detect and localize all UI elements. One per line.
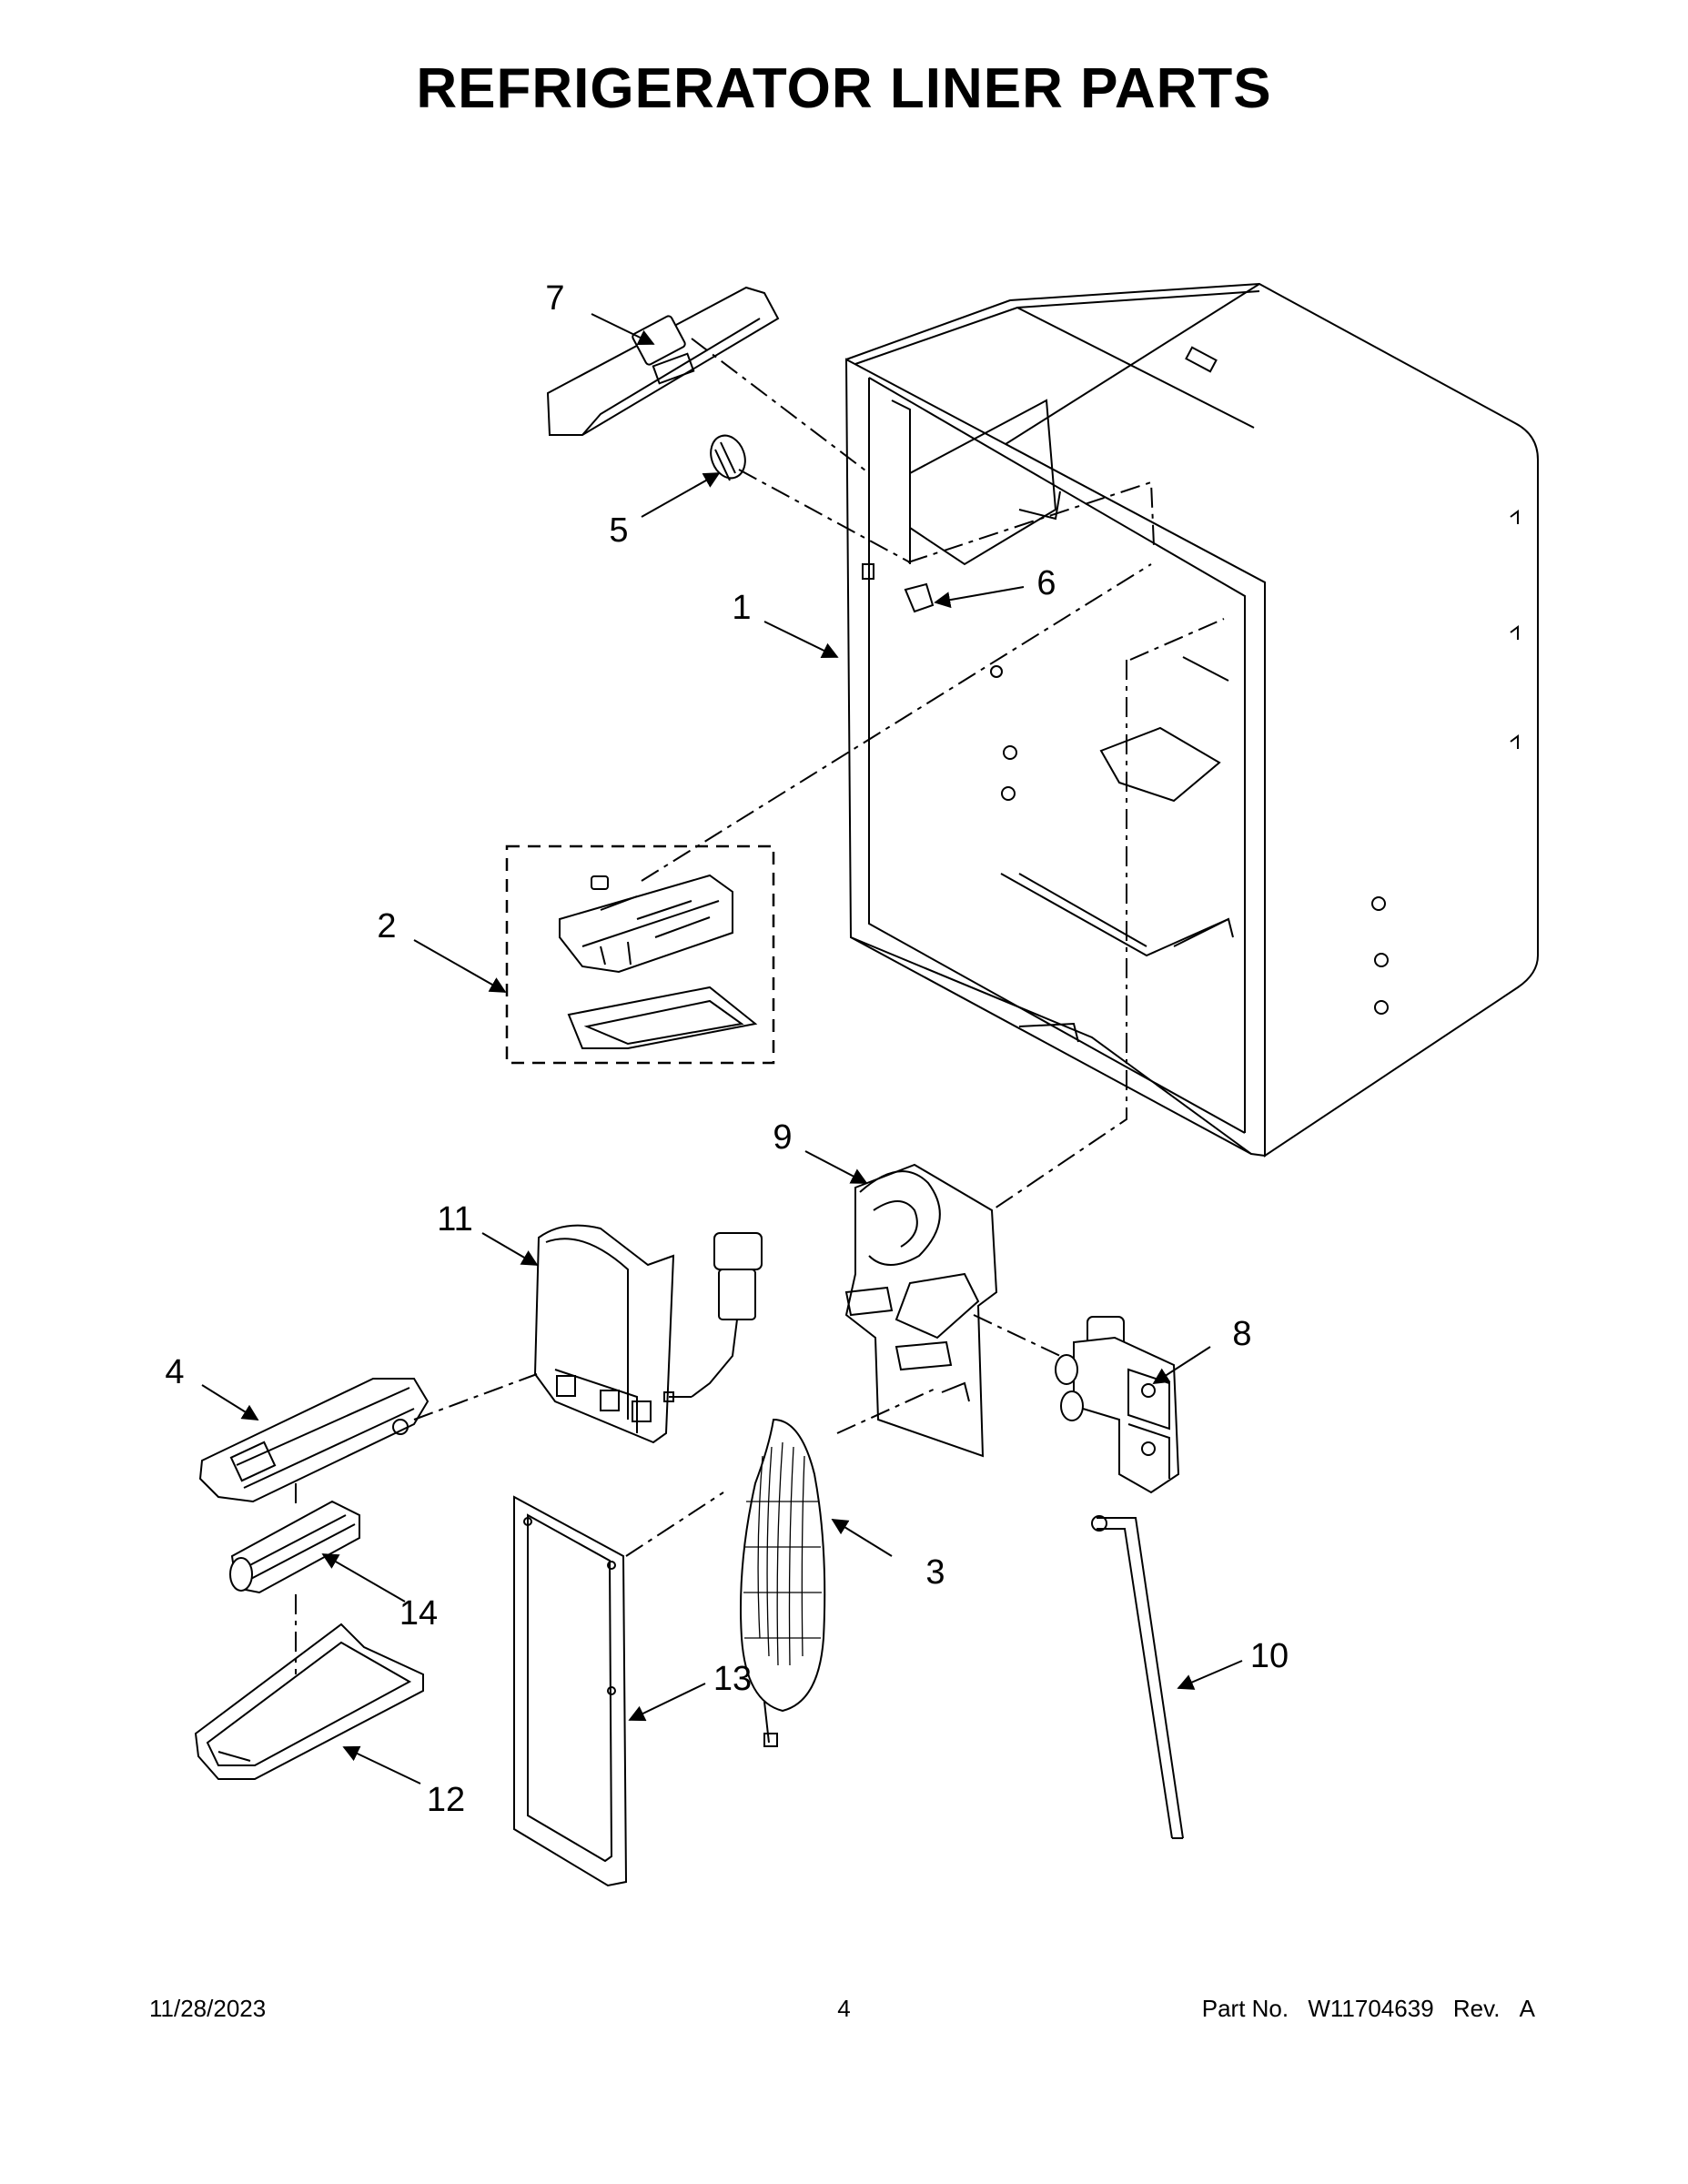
liner-part-5 bbox=[710, 434, 746, 481]
footer-part-info: Part No. W11704639 Rev. A bbox=[1202, 1995, 1535, 2023]
callout-labels: 7 5 6 1 2 9 11 8 4 3 14 10 13 12 bbox=[165, 279, 1289, 1819]
callout-13: 13 bbox=[713, 1660, 752, 1698]
callout-5: 5 bbox=[609, 511, 628, 550]
callout-12: 12 bbox=[427, 1781, 465, 1819]
footer-page-number: 4 bbox=[837, 1995, 851, 2022]
callout-8: 8 bbox=[1232, 1315, 1251, 1353]
callout-2: 2 bbox=[377, 907, 396, 945]
callout-1: 1 bbox=[732, 589, 751, 627]
liner-part-10 bbox=[1091, 1515, 1184, 1839]
rev-label: Rev. bbox=[1452, 1995, 1501, 2022]
callout-3: 3 bbox=[925, 1553, 945, 1592]
liner-part-11 bbox=[533, 1224, 675, 1444]
liner-part-14 bbox=[229, 1500, 360, 1594]
callout-14: 14 bbox=[399, 1594, 438, 1633]
page-title: REFRIGERATOR LINER PARTS bbox=[416, 57, 1272, 120]
part-no-label: Part No. bbox=[1201, 1995, 1289, 2022]
footer-date: 11/28/2023 bbox=[149, 1995, 267, 2022]
callout-9: 9 bbox=[773, 1118, 792, 1157]
liner-part-2 bbox=[505, 844, 775, 1065]
liner-part-4 bbox=[198, 1378, 430, 1503]
callout-11: 11 bbox=[437, 1200, 472, 1239]
liner-part-7 bbox=[546, 286, 780, 436]
part-no-value: W11704639 bbox=[1308, 1995, 1434, 2022]
callout-10: 10 bbox=[1250, 1637, 1289, 1675]
liner-part-12 bbox=[194, 1623, 424, 1780]
leader-arrows bbox=[201, 313, 1243, 1785]
liner-part-1 bbox=[844, 282, 1539, 1158]
rev-value: A bbox=[1519, 1995, 1535, 2022]
liner-part-9 bbox=[844, 1163, 998, 1458]
liner-part-3 bbox=[663, 1232, 826, 1747]
liner-part-13 bbox=[513, 1495, 628, 1887]
callout-4: 4 bbox=[165, 1353, 184, 1391]
liner-part-8 bbox=[1055, 1316, 1180, 1494]
liner-part-6 bbox=[904, 582, 935, 613]
callout-6: 6 bbox=[1036, 564, 1056, 602]
callout-7: 7 bbox=[545, 279, 564, 318]
assembly-lines bbox=[295, 338, 1225, 1674]
